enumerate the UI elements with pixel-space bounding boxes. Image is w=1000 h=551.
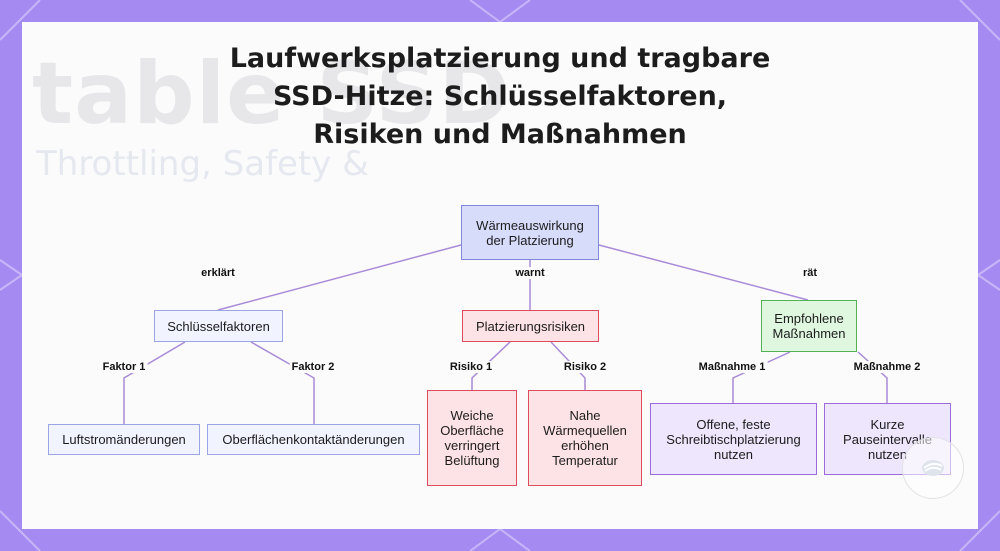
- edge-label-measure1: Maßnahme 1: [696, 361, 768, 373]
- node-key-factors-label: Schlüsselfaktoren: [167, 318, 270, 334]
- title-line-3: Risiken und Maßnahmen: [313, 119, 687, 150]
- node-heat-sources-line-3: erhöhen: [561, 438, 609, 453]
- node-surface-contact: Oberflächenkontaktänderungen: [207, 424, 420, 455]
- node-heat-sources-line-2: Wärmequellen: [543, 423, 627, 438]
- blurred-background-text: table SSD: [32, 44, 511, 144]
- node-heat-sources-line-4: Temperatur: [552, 453, 618, 468]
- edge-label-advises: rät: [800, 267, 820, 279]
- edge-root-measures: [598, 244, 809, 301]
- edge-label-risk2: Risiko 2: [561, 361, 609, 373]
- node-pause-intervals-line-2: Pauseintervalle: [843, 431, 932, 447]
- node-pause-intervals-line-3: nutzen: [867, 446, 908, 462]
- blurred-background-subtext: Throttling, Safety &: [36, 144, 369, 184]
- node-soft-surface-line-3: verringert: [444, 438, 500, 453]
- title-line-2: SSD-Hitze: Schlüsselfaktoren,: [272, 81, 728, 112]
- edge-label-warns: warnt: [513, 267, 547, 279]
- node-desk-placement-line-2: Schreibtischplatzierung: [666, 431, 801, 447]
- node-airflow-label: Luftstromänderungen: [62, 432, 186, 447]
- node-desk-placement-line-3: nutzen: [713, 446, 754, 462]
- diagram-title: Laufwerksplatzierung und tragbare SSD-Hi…: [150, 40, 850, 154]
- edge-factor1: [123, 341, 186, 424]
- node-desk-placement: Offene, feste Schreibtischplatzierung nu…: [650, 403, 817, 475]
- node-soft-surface-line-1: Weiche: [450, 408, 494, 423]
- edge-risk1: [471, 341, 511, 390]
- title-line-1: Laufwerksplatzierung und tragbare: [229, 43, 771, 74]
- node-risks: Platzierungsrisiken: [462, 310, 599, 342]
- node-root-line-1: Wärmeauswirkung: [476, 217, 584, 233]
- node-airflow: Luftstromänderungen: [48, 424, 200, 455]
- node-soft-surface-line-2: Oberfläche: [440, 423, 504, 438]
- watermark-logo-icon: [902, 437, 964, 499]
- edge-risk2: [550, 341, 586, 390]
- edge-measure1: [732, 351, 791, 403]
- node-soft-surface-line-4: Belüftung: [444, 453, 500, 468]
- node-risks-label: Platzierungsrisiken: [475, 318, 586, 334]
- edge-factor2: [250, 341, 315, 424]
- edge-label-factor2: Faktor 2: [289, 361, 337, 373]
- edge-label-measure2: Maßnahme 2: [851, 361, 923, 373]
- node-pause-intervals: Kurze Pauseintervalle nutzen: [824, 403, 951, 475]
- node-pause-intervals-line-1: Kurze: [870, 416, 905, 432]
- node-measures: Empfohlene Maßnahmen: [761, 300, 857, 352]
- node-heat-sources: Nahe Wärmequellen erhöhen Temperatur: [528, 390, 642, 486]
- edge-root-factors: [217, 244, 462, 311]
- node-root: Wärmeauswirkung der Platzierung: [461, 205, 599, 260]
- node-measures-line-2: Maßnahmen: [772, 326, 846, 341]
- node-surface-contact-label: Oberflächenkontaktänderungen: [222, 432, 405, 447]
- node-measures-line-1: Empfohlene: [774, 311, 844, 326]
- edge-label-factor1: Faktor 1: [100, 361, 148, 373]
- node-desk-placement-line-1: Offene, feste: [696, 416, 771, 432]
- node-heat-sources-line-1: Nahe: [569, 408, 601, 423]
- node-key-factors: Schlüsselfaktoren: [154, 310, 283, 342]
- node-root-line-2: der Platzierung: [486, 232, 574, 248]
- edge-label-risk1: Risiko 1: [447, 361, 495, 373]
- edge-label-explains: erklärt: [199, 267, 237, 279]
- node-soft-surface: Weiche Oberfläche verringert Belüftung: [427, 390, 517, 486]
- edge-measure2: [857, 351, 888, 403]
